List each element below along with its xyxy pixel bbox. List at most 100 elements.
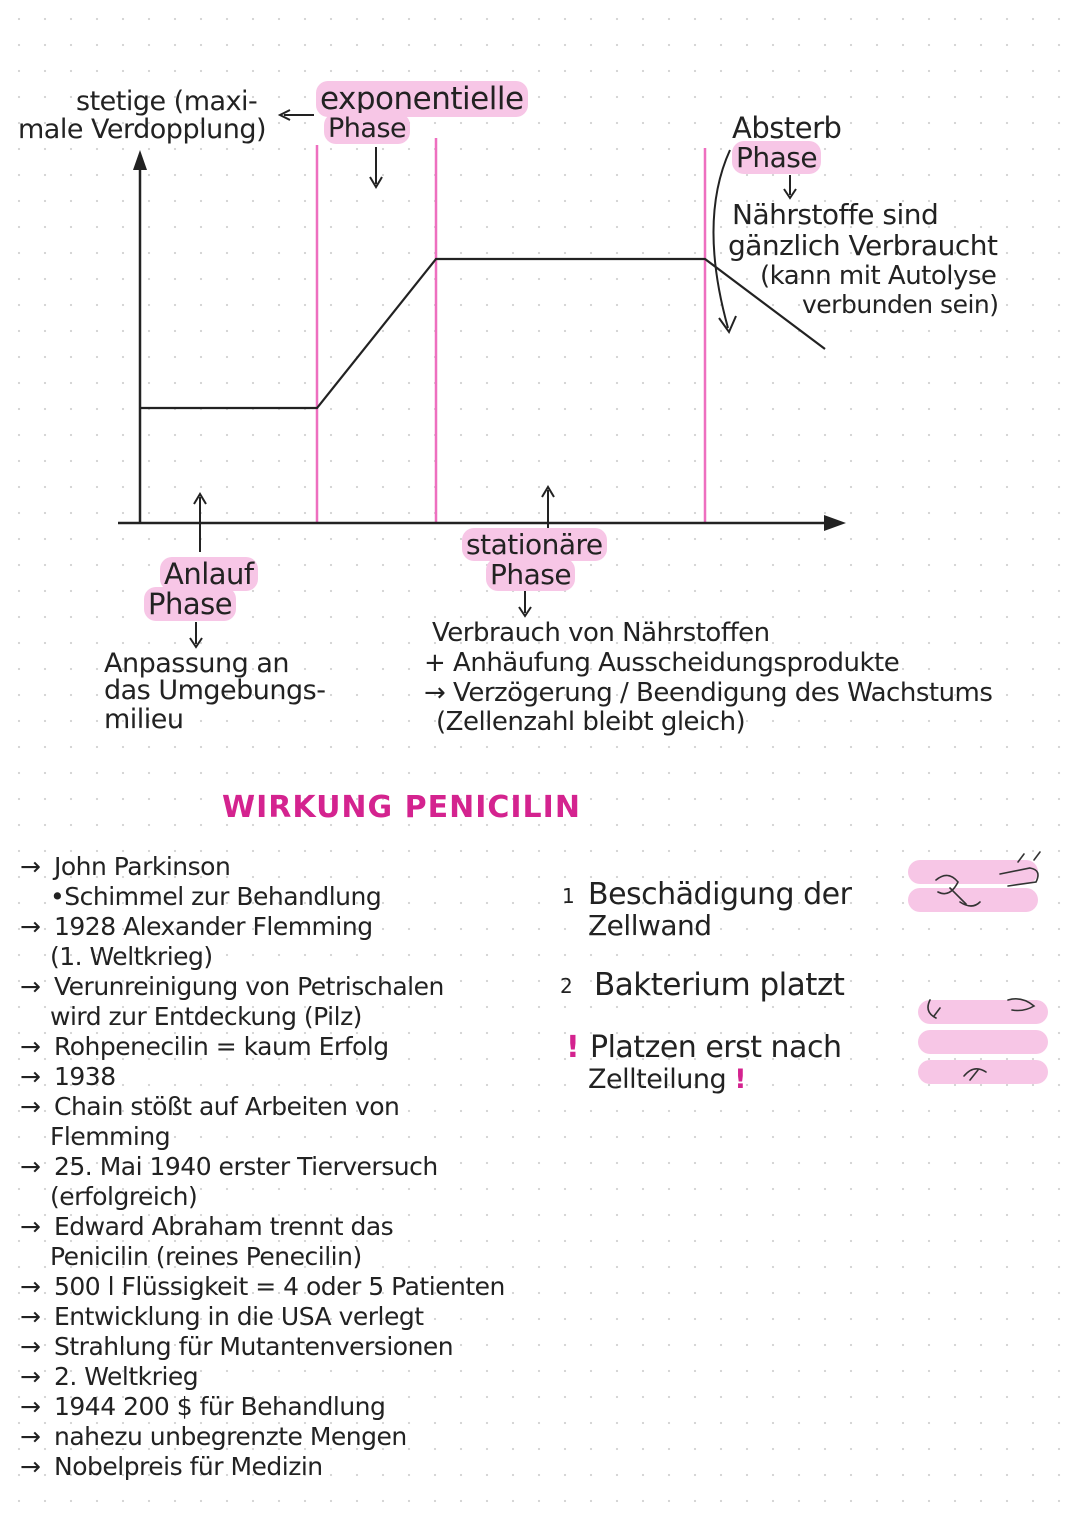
absterb-desc-4: verbunden sein) — [802, 290, 999, 319]
note-row: → Chain stößt auf Arbeiten von — [20, 1092, 505, 1122]
growth-curve — [140, 257, 826, 410]
note-row: → Edward Abraham trennt das — [20, 1212, 505, 1242]
note-row: → 1938 — [20, 1062, 505, 1092]
note-text: (erfolgreich) — [50, 1182, 198, 1211]
sketch-bar-3 — [918, 1000, 1048, 1024]
note-text: Strahlung für Mutantenversionen — [54, 1332, 454, 1361]
note-text: 1938 — [54, 1062, 116, 1091]
side-item3-line1: Platzen erst nach — [590, 1030, 842, 1065]
anlauf-desc-2: das Umgebungs- — [104, 675, 326, 706]
note-row: → Strahlung für Mutantenversionen — [20, 1332, 505, 1362]
note-text: wird zur Entdeckung (Pilz) — [50, 1002, 362, 1031]
note-row: → John Parkinson — [20, 852, 505, 882]
note-text: Flemming — [50, 1122, 171, 1151]
note-text: Verunreinigung von Petrischalen — [54, 972, 444, 1001]
note-text: 2. Weltkrieg — [54, 1362, 199, 1391]
label-absterb-2: Phase — [732, 141, 822, 174]
sketch-bar-2 — [908, 888, 1038, 912]
label-stationaer-1: stationäre — [462, 528, 607, 561]
note-row: → Verunreinigung von Petrischalen — [20, 972, 505, 1002]
note-arrow: → — [20, 1422, 41, 1451]
label-stetige-2: male Verdopplung) — [18, 114, 267, 145]
note-arrow: → — [20, 1362, 41, 1391]
note-text: nahezu unbegrenzte Mengen — [54, 1422, 407, 1451]
note-arrow: → — [20, 1392, 41, 1421]
note-arrow: → — [20, 972, 41, 1001]
note-arrow: → — [20, 1062, 41, 1091]
note-text: 25. Mai 1940 erster Tierversuch — [54, 1152, 438, 1181]
note-text: 1928 Alexander Flemming — [54, 912, 373, 941]
side-item3-end: ! — [734, 1064, 747, 1095]
note-arrow: → — [20, 1452, 41, 1481]
note-arrow: → — [20, 1332, 41, 1361]
anlauf-desc-3: milieu — [104, 704, 184, 735]
note-row: wird zur Entdeckung (Pilz) — [20, 1002, 505, 1032]
note-arrow: → — [20, 852, 41, 881]
note-row: → Rohpenecilin = kaum Erfolg — [20, 1032, 505, 1062]
note-row: → Nobelpreis für Medizin — [20, 1452, 505, 1482]
label-exponentielle-2: Phase — [324, 113, 411, 144]
note-text: Penicilin (reines Penecilin) — [50, 1242, 362, 1271]
label-anlauf-2: Phase — [144, 587, 237, 621]
absterb-desc-3: (kann mit Autolyse — [760, 261, 997, 291]
note-text: 1944 200 $ für Behandlung — [54, 1392, 386, 1421]
note-text: (1. Weltkrieg) — [50, 942, 213, 971]
note-arrow: → — [20, 1032, 41, 1061]
note-text: 500 l Flüssigkeit = 4 oder 5 Patienten — [54, 1272, 505, 1301]
note-row: •Schimmel zur Behandlung — [20, 882, 505, 912]
note-row: → 1928 Alexander Flemming — [20, 912, 505, 942]
note-text: •Schimmel zur Behandlung — [50, 882, 382, 911]
note-arrow: → — [20, 1092, 41, 1121]
absterb-desc-2: gänzlich Verbraucht — [728, 229, 998, 262]
note-text: Entwicklung in die USA verlegt — [54, 1302, 424, 1331]
label-absterb-1: Absterb — [732, 111, 842, 145]
stationaer-desc-2: + Anhäufung Ausscheidungsprodukte — [424, 648, 900, 678]
x-axis-arrowhead — [824, 515, 846, 531]
note-text: Rohpenecilin = kaum Erfolg — [54, 1032, 389, 1061]
bacteria-sketch-icon — [927, 851, 1041, 1081]
note-text: John Parkinson — [54, 852, 231, 881]
side-item3-marker: ! — [566, 1030, 580, 1065]
note-text: Chain stößt auf Arbeiten von — [54, 1092, 400, 1121]
side-item3-line2: Zellteilung ! — [588, 1064, 747, 1095]
side-item1-line1: Beschädigung der — [588, 877, 852, 912]
note-row: → Entwicklung in die USA verlegt — [20, 1302, 505, 1332]
side-item1-marker: 1 — [562, 884, 575, 908]
notes-list: →John Parkinson•Schimmel zur Behandlung→… — [20, 852, 505, 1482]
label-anlauf-1: Anlauf — [160, 557, 258, 591]
stationaer-desc-4: (Zellenzahl bleibt gleich) — [436, 707, 746, 737]
note-text: Nobelpreis für Medizin — [54, 1452, 323, 1481]
absterb-desc-1: Nährstoffe sind — [732, 198, 939, 231]
label-exponentielle-1: exponentielle — [316, 81, 528, 117]
note-arrow: → — [20, 1272, 41, 1301]
note-row: → 2. Weltkrieg — [20, 1362, 505, 1392]
note-arrow: → — [20, 1302, 41, 1331]
note-text: Edward Abraham trennt das — [54, 1212, 394, 1241]
label-stationaer-2: Phase — [486, 558, 576, 591]
note-row: (1. Weltkrieg) — [20, 942, 505, 972]
note-row: (erfolgreich) — [20, 1182, 505, 1212]
side-item1-line2: Zellwand — [588, 909, 712, 942]
note-arrow: → — [20, 912, 41, 941]
note-row: → 1944 200 $ für Behandlung — [20, 1392, 505, 1422]
side-item2-text: Bakterium platzt — [594, 967, 845, 1003]
note-arrow: → — [20, 1212, 41, 1241]
note-row: Penicilin (reines Penecilin) — [20, 1242, 505, 1272]
section-title: WIRKUNG PENICILIN — [222, 790, 581, 825]
stationaer-desc-1: Verbrauch von Nährstoffen — [432, 618, 770, 648]
growth-curve-graph — [118, 109, 846, 649]
note-row: → 25. Mai 1940 erster Tierversuch — [20, 1152, 505, 1182]
label-stetige-1: stetige (maxi- — [76, 86, 258, 117]
y-axis-arrowhead — [133, 150, 147, 170]
arrow-absterb-curve — [712, 149, 731, 329]
note-row: → nahezu unbegrenzte Mengen — [20, 1422, 505, 1452]
note-row: → 500 l Flüssigkeit = 4 oder 5 Patienten — [20, 1272, 505, 1302]
stationaer-desc-3: → Verzögerung / Beendigung des Wachstums — [424, 678, 993, 708]
sketch-bar-1 — [908, 860, 1038, 884]
note-arrow: → — [20, 1152, 41, 1181]
anlauf-desc-1: Anpassung an — [104, 648, 290, 679]
side-item2-marker: 2 — [560, 974, 573, 998]
sketch-bar-4 — [918, 1030, 1048, 1054]
note-row: Flemming — [20, 1122, 505, 1152]
sketch-bar-5 — [918, 1060, 1048, 1084]
